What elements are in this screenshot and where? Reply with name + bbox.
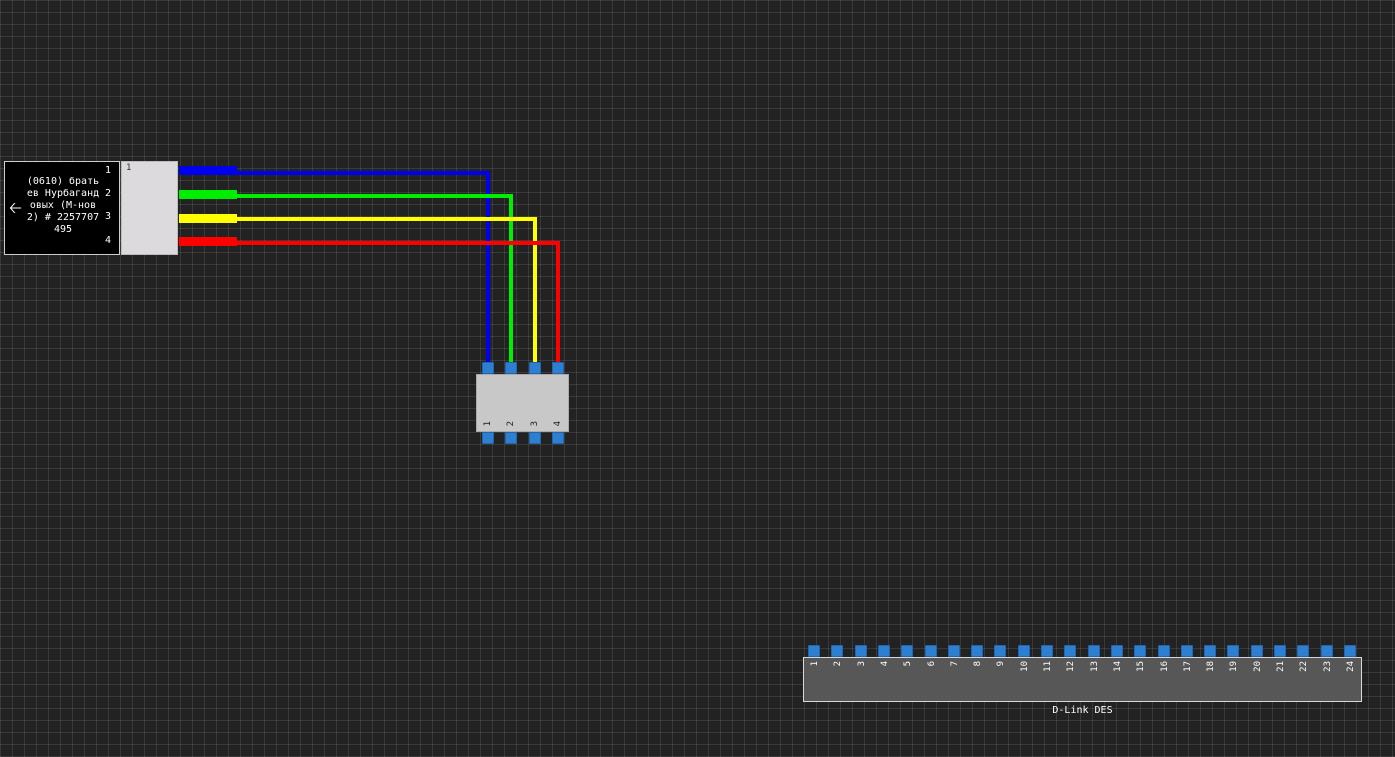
fiber-tail-2[interactable]: [179, 190, 237, 199]
switch-port-20[interactable]: [1250, 645, 1263, 657]
switch-port-label: 11: [1043, 661, 1053, 672]
switch-port-label: 21: [1276, 661, 1286, 672]
switch-port-23[interactable]: [1320, 645, 1333, 657]
switch-port-label: 7: [949, 661, 960, 667]
coupler-port-label: 1: [483, 421, 493, 427]
switch-port-label: 8: [973, 661, 984, 667]
switch-port-14[interactable]: [1110, 645, 1123, 657]
cable-block[interactable]: 🡠 (0610) братьев Нурбагандовых (М-нов 2)…: [4, 161, 120, 255]
switch-port-label: 2: [833, 661, 844, 667]
switch-port-21[interactable]: [1274, 645, 1286, 657]
fiber-wire-1[interactable]: [180, 171, 490, 368]
switch-port-3[interactable]: [854, 645, 867, 657]
switch-port-15[interactable]: [1134, 645, 1147, 657]
fiber-number-2: 2: [104, 188, 111, 199]
switch-port-19[interactable]: [1227, 645, 1240, 657]
switch-port-24[interactable]: [1343, 645, 1356, 657]
switch-port-label: 24: [1345, 661, 1356, 672]
switch-port-11[interactable]: [1041, 645, 1053, 657]
switch-port-label: 23: [1322, 661, 1333, 672]
coupler-top-port-3[interactable]: [529, 362, 541, 374]
switch-port-label: 1: [810, 661, 820, 667]
patch-panel[interactable]: 1: [121, 161, 178, 255]
switch-port-10[interactable]: [1017, 645, 1030, 657]
switch-port-label: 16: [1159, 661, 1170, 672]
switch-port-18[interactable]: [1204, 645, 1217, 657]
switch-port-16[interactable]: [1157, 645, 1170, 657]
switch-port-label: 20: [1252, 661, 1263, 672]
switch-port-label: 15: [1136, 661, 1147, 672]
switch-port-6[interactable]: [924, 645, 937, 657]
switch-port-4[interactable]: [877, 645, 890, 657]
patch-panel-number: 1: [126, 163, 132, 173]
switch-port-label: 22: [1299, 661, 1310, 672]
switch-port-7[interactable]: [947, 645, 960, 657]
coupler-top-port-2[interactable]: [505, 362, 517, 374]
fiber-number-1: 1: [104, 165, 111, 176]
coupler-top-port-4[interactable]: [552, 362, 564, 374]
coupler-block[interactable]: 1 2 3 4: [476, 374, 569, 432]
fiber-wire-4[interactable]: [180, 241, 560, 368]
fiber-tail-3[interactable]: [179, 214, 237, 223]
switch-port-17[interactable]: [1180, 645, 1193, 657]
fiber-wires: [180, 171, 560, 368]
switch-port-13[interactable]: [1087, 645, 1100, 657]
switch-port-9[interactable]: [994, 645, 1007, 657]
fiber-tail-4[interactable]: [179, 237, 237, 246]
coupler-port-label: 2: [506, 421, 516, 427]
switch-port-2[interactable]: [831, 645, 844, 657]
arrow-left-icon[interactable]: 🡠: [9, 198, 22, 217]
coupler-bottom-port-1[interactable]: [482, 432, 494, 444]
switch-name: D-Link DES: [1052, 705, 1113, 716]
switch-port-label: 9: [996, 661, 1007, 667]
switch-port-label: 3: [856, 661, 867, 667]
fiber-wire-2[interactable]: [180, 194, 513, 368]
coupler-bottom-port-3[interactable]: [529, 432, 541, 444]
switch-port-label: 12: [1066, 661, 1077, 672]
switch-port-5[interactable]: [901, 645, 914, 657]
switch-port-label: 19: [1229, 661, 1240, 672]
coupler-top-port-1[interactable]: [482, 362, 494, 374]
cable-label: (0610) братьев Нурбагандовых (М-нов 2) #…: [26, 176, 103, 235]
switch-port-12[interactable]: [1064, 645, 1077, 657]
fiber-number-3: 3: [104, 211, 111, 222]
switch-port-label: 5: [903, 661, 914, 667]
switch-port-label: 6: [926, 661, 937, 667]
fiber-number-4: 4: [104, 235, 111, 246]
switch-port-label: 10: [1019, 661, 1030, 672]
switch-port-label: 4: [879, 661, 890, 667]
switch-port-label: 17: [1182, 661, 1193, 672]
switch-port-8[interactable]: [971, 645, 984, 657]
coupler-port-label: 4: [553, 421, 563, 427]
fiber-tail-1[interactable]: [179, 166, 237, 175]
switch-port-label: 13: [1089, 661, 1100, 672]
switch-port-22[interactable]: [1297, 645, 1310, 657]
switch-port-label: 14: [1112, 661, 1123, 672]
fiber-wire-3[interactable]: [180, 217, 537, 368]
coupler-bottom-port-2[interactable]: [505, 432, 517, 444]
switch-port-label: 18: [1206, 661, 1217, 672]
coupler-bottom-port-4[interactable]: [552, 432, 564, 444]
switch-port-1[interactable]: [808, 645, 820, 657]
coupler-port-label: 3: [530, 421, 540, 427]
